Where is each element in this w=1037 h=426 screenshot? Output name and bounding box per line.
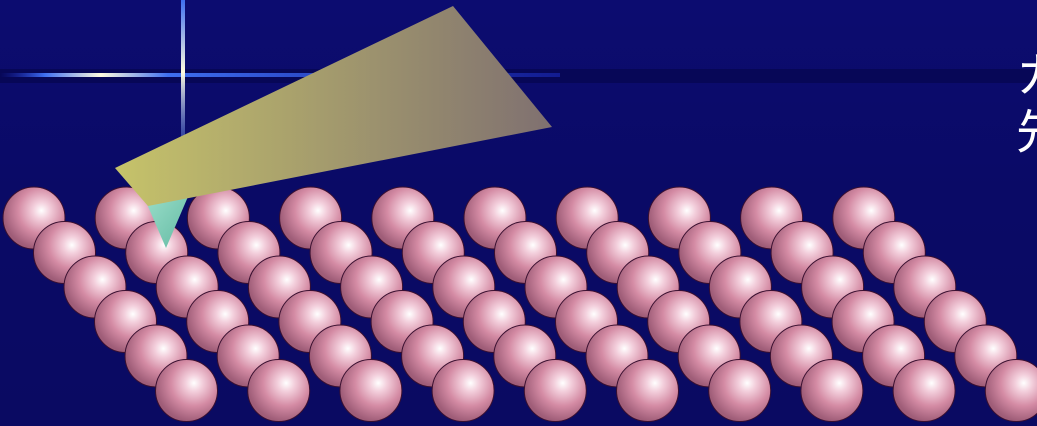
atom-sphere xyxy=(617,360,679,422)
crosshair-decoration xyxy=(0,0,1037,160)
atom-sphere xyxy=(524,360,586,422)
atom-sphere xyxy=(156,360,218,422)
atom-sphere xyxy=(340,360,402,422)
title-line-2: 先 xyxy=(1016,104,1037,160)
afm-cantilever-icon xyxy=(115,6,552,206)
atom-sphere xyxy=(801,360,863,422)
atom-sphere xyxy=(893,360,955,422)
atom-sphere xyxy=(709,360,771,422)
atom-sphere xyxy=(432,360,494,422)
title-line-1: カ xyxy=(1016,48,1037,104)
atom-sphere xyxy=(248,360,310,422)
